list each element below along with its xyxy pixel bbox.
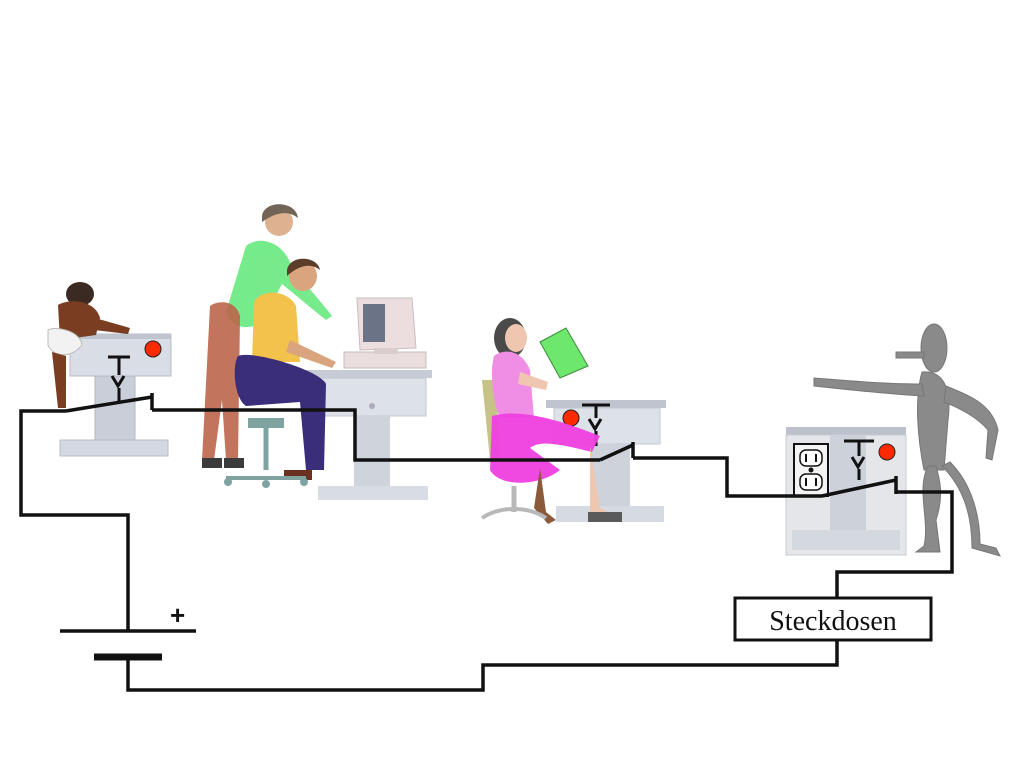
lamp-icon [878, 443, 896, 461]
switch-icon [844, 439, 874, 480]
book-icon [539, 327, 589, 379]
outlet-label: Steckdosen [769, 606, 897, 637]
battery-plus-label: + [170, 600, 185, 630]
lamp-icon [144, 340, 162, 358]
desk-1 [59, 333, 172, 457]
outlet-label-box: Steckdosen [733, 596, 933, 642]
circuit-wires [19, 393, 954, 692]
child-climbing-icon [47, 282, 130, 408]
power-socket-icon [793, 443, 829, 497]
switch-icon [108, 355, 130, 402]
man-at-computer-icon [224, 258, 336, 488]
computer-monitor-icon [343, 297, 427, 369]
woman-reading-icon [480, 318, 622, 524]
battery-icon: + [60, 600, 196, 661]
gray-pointing-figure-icon [813, 323, 1001, 557]
woman-standing-icon [202, 204, 332, 468]
